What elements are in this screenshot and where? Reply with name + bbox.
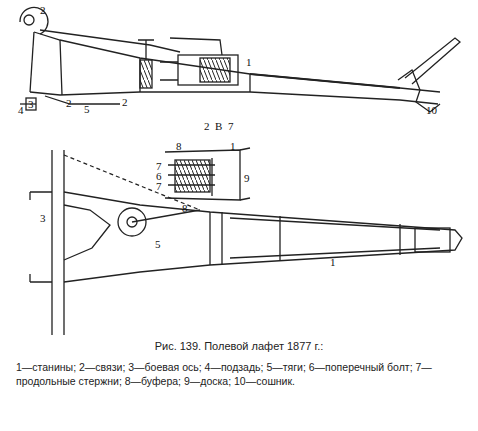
callout-number: 5 bbox=[84, 103, 90, 116]
callout-number: 2 bbox=[122, 96, 128, 109]
callout-number: 9 bbox=[244, 172, 250, 185]
callout-number: 3 bbox=[28, 98, 34, 111]
callout-number: 1 bbox=[246, 56, 252, 69]
callout-number: 7 bbox=[228, 120, 234, 133]
callout-number: 10 bbox=[426, 104, 437, 117]
callout-number: 3 bbox=[40, 212, 46, 225]
callout-number: 8 bbox=[182, 202, 188, 215]
callout-number: 8 bbox=[176, 140, 182, 153]
callout-number: 2 bbox=[66, 97, 72, 110]
callout-number: В bbox=[215, 120, 222, 133]
callout-number: 4 bbox=[18, 104, 24, 117]
figure-caption: Рис. 139. Полевой лафет 1877 г.: bbox=[155, 340, 324, 353]
callout-number: 2 bbox=[40, 4, 46, 17]
callout-number: 1 bbox=[330, 256, 336, 269]
callout-number: 1 bbox=[230, 140, 236, 153]
callout-number: 2 bbox=[204, 120, 210, 133]
callout-number: 7 bbox=[156, 180, 162, 193]
callout-number: 5 bbox=[155, 238, 161, 251]
parts-key: 1—станины; 2—связи; 3—боевая ось; 4—подз… bbox=[16, 360, 464, 388]
